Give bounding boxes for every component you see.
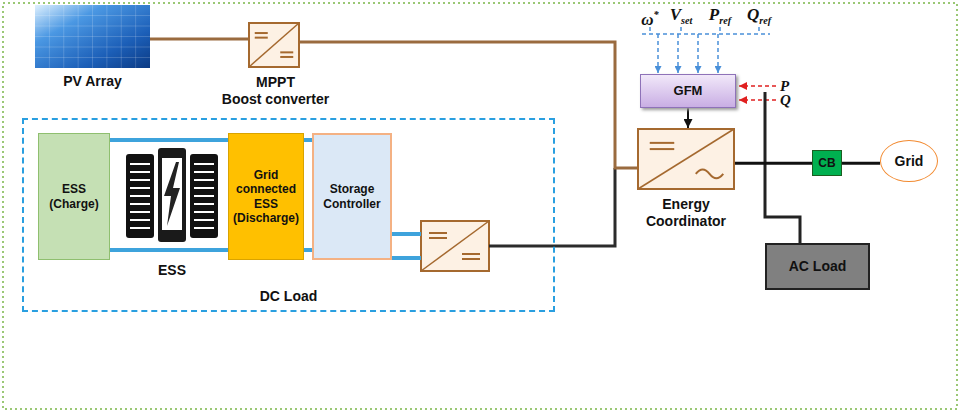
grid-ellipse-label: Grid xyxy=(895,153,924,170)
dcdc-icon xyxy=(248,22,300,68)
storage-wire xyxy=(304,140,312,250)
battery: ESS xyxy=(120,134,224,284)
signal-name: Q xyxy=(780,93,791,107)
dashed-group: DC Load ESS (Charge) ESS Grid connected ESS… xyxy=(22,118,555,312)
battery-label: ESS xyxy=(120,262,224,279)
dc-dc-converter-symbol xyxy=(421,221,489,271)
inverter: Energy Coordinator xyxy=(628,126,744,233)
storage-wire xyxy=(392,234,421,258)
storage-wire xyxy=(110,140,120,250)
ac-bus-wire xyxy=(765,92,800,243)
dashed-group-label: DC Load xyxy=(24,288,553,305)
dc-bus-wire xyxy=(489,168,615,246)
control-box-label: GFM xyxy=(674,83,703,99)
storage-box-label: ESS (Charge) xyxy=(42,182,106,211)
storage-box: Grid connected ESS (Discharge) xyxy=(228,133,304,260)
controller-box-label: Storage Controller xyxy=(317,182,387,211)
dcac-icon xyxy=(637,128,735,190)
inverter-label: Energy Coordinator xyxy=(628,196,744,230)
boost-converter-label: Boost converter xyxy=(203,91,348,108)
breaker-box-label: CB xyxy=(818,156,835,170)
grid-ellipse: Grid xyxy=(880,140,938,182)
outer-border xyxy=(3,3,957,409)
pv-array-label: PV Array xyxy=(30,73,155,90)
boost-converter: MPPTBoost converter xyxy=(203,18,348,112)
pv-wire xyxy=(150,38,248,41)
ac-wire xyxy=(735,162,812,165)
breaker-box: CB xyxy=(812,150,842,176)
feedback-arrows xyxy=(739,86,776,100)
controller-box: Storage Controller xyxy=(312,133,392,260)
signal-name: ω* xyxy=(641,6,658,29)
signal-name: Pref xyxy=(709,6,731,30)
signal-name: P xyxy=(780,79,789,93)
load-box: AC Load xyxy=(765,243,870,290)
pv-icon xyxy=(35,5,150,68)
storage-box: ESS (Charge) xyxy=(38,133,110,260)
signal-name: Qref xyxy=(747,6,771,30)
control-arrow xyxy=(687,108,689,128)
grid-wire xyxy=(842,162,880,165)
pv-array: PV Array xyxy=(30,4,155,94)
batt-icon xyxy=(120,134,224,254)
signal-name: Vset xyxy=(670,6,693,30)
storage-box-label: Grid connected ESS (Discharge) xyxy=(232,168,300,226)
load-box-label: AC Load xyxy=(789,258,847,275)
control-box: GFM xyxy=(640,74,736,108)
boost-converter-label: MPPT xyxy=(203,74,348,91)
setpoint-arrows xyxy=(642,27,770,73)
